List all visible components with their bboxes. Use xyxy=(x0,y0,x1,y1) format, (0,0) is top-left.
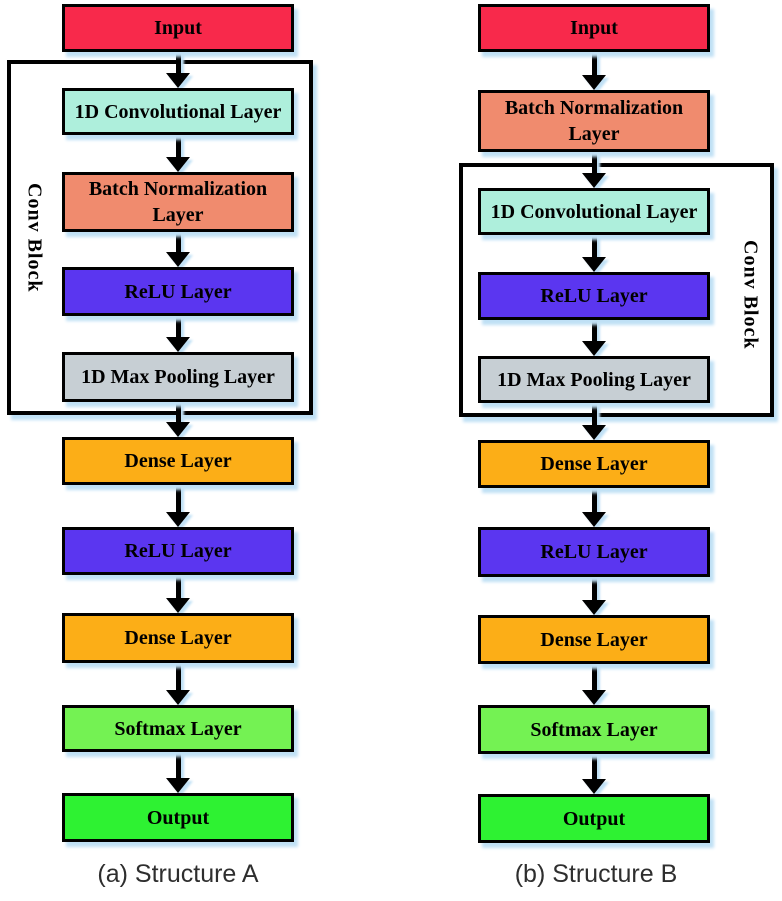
node-relu1-b: ReLU Layer xyxy=(478,272,710,320)
node-conv1d-b: 1D Convolutional Layer xyxy=(478,188,710,235)
arrow-down-icon xyxy=(582,152,606,188)
arrow-down-icon xyxy=(582,754,606,794)
arrow-down-icon xyxy=(166,232,190,267)
node-maxpool-a: 1D Max Pooling Layer xyxy=(62,352,294,402)
conv-block-outline-b xyxy=(459,163,774,417)
arrow-down-icon xyxy=(166,135,190,172)
node-softmax-a: Softmax Layer xyxy=(62,705,294,752)
node-output-b: Output xyxy=(478,794,710,843)
node-relu1-a: ReLU Layer xyxy=(62,267,294,316)
node-conv1d-a: 1D Convolutional Layer xyxy=(62,88,294,135)
arrow-down-icon xyxy=(166,52,190,88)
node-dense1-a: Dense Layer xyxy=(62,437,294,485)
caption-structure-a: (a) Structure A xyxy=(97,860,259,888)
caption-structure-b: (b) Structure B xyxy=(514,860,678,888)
conv-block-label-b: Conv Block xyxy=(739,240,762,350)
node-dense2-b: Dense Layer xyxy=(478,615,710,664)
node-dense1-b: Dense Layer xyxy=(478,440,710,488)
node-relu2-a: ReLU Layer xyxy=(62,527,294,575)
node-input-b: Input xyxy=(478,4,710,52)
node-softmax-b: Softmax Layer xyxy=(478,705,710,754)
arrow-down-icon xyxy=(582,403,606,440)
node-output-a: Output xyxy=(62,793,294,842)
node-dense2-a: Dense Layer xyxy=(62,613,294,663)
node-batchnorm-a: Batch Normalization Layer xyxy=(62,172,294,232)
conv-block-label-a: Conv Block xyxy=(23,183,46,293)
arrow-down-icon xyxy=(582,664,606,705)
arrow-down-icon xyxy=(166,485,190,527)
arrow-down-icon xyxy=(582,488,606,527)
arrow-down-icon xyxy=(166,402,190,437)
conv-block-outline-a xyxy=(7,60,313,415)
arrow-down-icon xyxy=(166,316,190,352)
arrow-down-icon xyxy=(582,52,606,90)
node-input-a: Input xyxy=(62,4,294,52)
arrow-down-icon xyxy=(582,577,606,615)
arrow-down-icon xyxy=(582,320,606,356)
node-relu2-b: ReLU Layer xyxy=(478,527,710,577)
arrow-down-icon xyxy=(582,235,606,272)
arrow-down-icon xyxy=(166,752,190,793)
arrow-down-icon xyxy=(166,575,190,613)
arrow-down-icon xyxy=(166,663,190,705)
node-batchnorm-b: Batch Normalization Layer xyxy=(478,90,710,152)
node-maxpool-b: 1D Max Pooling Layer xyxy=(478,356,710,403)
